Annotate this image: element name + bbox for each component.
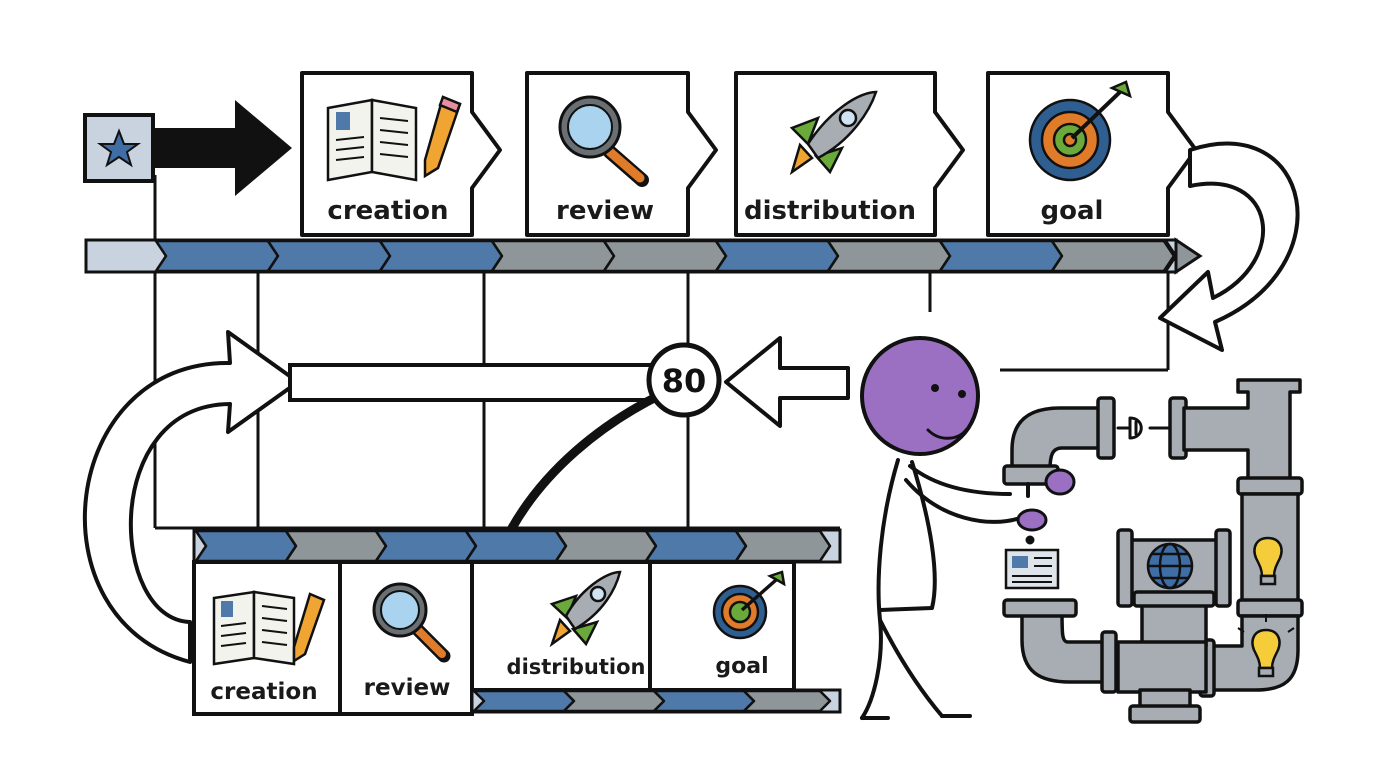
bottom-stage-goal-label: goal — [715, 654, 768, 679]
operator-head — [860, 336, 980, 456]
operator-figure — [860, 458, 1022, 720]
top-stage-goal: goal — [986, 71, 1198, 237]
top-conveyor — [84, 237, 1203, 275]
book-pencil-icon — [326, 95, 462, 182]
lower-conveyor-segment — [562, 689, 666, 713]
target-icon — [1028, 80, 1132, 182]
bottom-stage-review-label: review — [364, 675, 451, 701]
top-stage-review-label: review — [556, 196, 654, 226]
top-conveyor-segment — [714, 239, 840, 273]
target-icon — [712, 570, 786, 640]
globe-icon — [1146, 542, 1194, 590]
pipe-details — [1026, 416, 1170, 498]
bottom-conveyor-segment — [374, 529, 478, 563]
lightbulb-icon — [1253, 536, 1283, 586]
start-arrow — [155, 100, 292, 196]
rocket-icon — [789, 90, 878, 176]
top-stage-distribution: distribution — [734, 71, 965, 237]
top-conveyor-segment — [1162, 239, 1178, 273]
lower-conveyor-segment — [742, 689, 832, 713]
counter-badge: 80 — [646, 342, 722, 418]
star-icon — [96, 128, 142, 168]
top-stage-goal-label: goal — [1041, 196, 1104, 226]
lower-conveyor-segment — [652, 689, 756, 713]
top-conveyor-segment — [266, 239, 392, 273]
bottom-conveyor-segment — [644, 529, 748, 563]
bottom-conveyor-segment — [734, 529, 832, 563]
top-conveyor-segment — [602, 239, 728, 273]
bottom-stage-distribution: distribution — [507, 570, 646, 679]
newspaper-icon — [1004, 548, 1060, 590]
top-conveyor-segment — [826, 239, 952, 273]
lower-conveyor — [470, 688, 842, 714]
magnifier-icon — [558, 95, 649, 187]
bottom-conveyor-segment — [554, 529, 658, 563]
bottom-conveyor-segment — [194, 529, 298, 563]
valve-handle — [1016, 468, 1076, 545]
bottom-conveyor-segment — [284, 529, 388, 563]
top-stage-creation: creation — [300, 71, 502, 237]
pipe-network — [1002, 378, 1304, 724]
bottom-conveyor — [192, 528, 842, 564]
top-conveyor-segment — [490, 239, 616, 273]
top-stage-distribution-label: distribution — [744, 196, 916, 226]
bottom-stage-creation-label: creation — [210, 679, 317, 705]
bottom-stage-creation: creation — [210, 590, 326, 705]
start-marker — [83, 113, 155, 183]
counter-badge-value: 80 — [662, 362, 707, 400]
top-stage-row: creation review distribution — [300, 71, 1198, 237]
book-pencil-icon — [212, 590, 326, 666]
left-loop-arrow — [82, 330, 300, 664]
right-loop-arrow — [1158, 141, 1300, 352]
top-conveyor-segment — [378, 239, 504, 273]
return-channel — [288, 363, 668, 533]
lower-conveyor-segment — [472, 689, 576, 713]
top-conveyor-segment — [938, 239, 1064, 273]
magnifier-icon — [372, 582, 451, 663]
bottom-stage-goal: goal — [712, 570, 786, 679]
bottom-stage-row: creation review distribution — [192, 560, 796, 716]
bottom-stage-review: review — [364, 582, 451, 701]
connector-lines — [153, 175, 1170, 530]
bottom-conveyor-segment — [464, 529, 568, 563]
top-stage-review: review — [525, 71, 718, 237]
top-conveyor-segment — [154, 239, 280, 273]
lightbulb-icon — [1237, 614, 1295, 678]
top-stage-creation-label: creation — [327, 196, 448, 226]
rocket-icon — [549, 570, 622, 648]
bottom-stage-distribution-label: distribution — [507, 655, 646, 679]
input-arrow — [724, 336, 850, 428]
top-conveyor-segment — [1050, 239, 1176, 273]
